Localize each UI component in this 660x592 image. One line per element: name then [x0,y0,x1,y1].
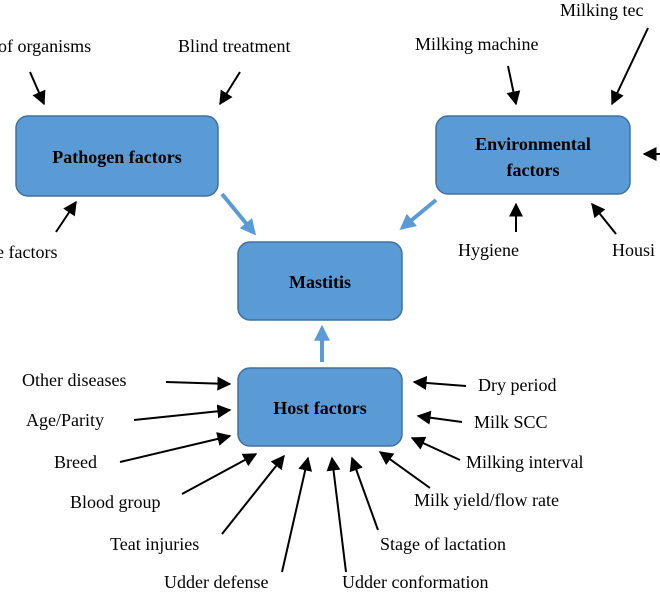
host-factor-arrow [326,456,347,573]
pathogen-factor-label: of organisms [0,36,91,56]
host-factor-arrow [165,376,232,391]
host-factor-label: Milking interval [466,452,583,472]
environmental-to-mastitis-arrow [399,198,438,231]
pathogen-factors-title: Pathogen factors [52,147,181,167]
environmental-factor-arrow [591,202,617,235]
environmental-factor-label: Housi [612,240,655,260]
host-factor-label: Age/Parity [26,410,104,430]
pathogen-factor-label: Blind treatment [178,36,290,56]
host-factor-label: Blood group [70,492,161,512]
pathogen-factor-arrow [29,71,46,106]
host-factor-label: Udder conformation [342,572,488,592]
host-factor-arrow [349,456,379,531]
host-factor-label: Breed [54,452,97,472]
host-factors-box: Host factors [237,367,403,447]
host-factor-arrow [412,375,467,390]
host-factors-title: Host factors [273,398,366,418]
host-factor-arrow [133,404,232,421]
pathogen-factors-box: Pathogen factors [15,115,219,197]
pathogen-factor-label: e factors [0,242,57,262]
host-factor-label: Other diseases [22,370,126,390]
pathogen-to-mastitis-arrow [220,192,257,236]
host-factor-label: Dry period [478,375,556,395]
environmental-factor-label: Milking machine [415,34,538,54]
host-factor-arrow [221,454,285,535]
host-factor-label: Udder defense [164,572,268,592]
environmental-factor-arrow [506,65,521,106]
host-factor-arrow [378,451,431,489]
host-factor-label: Teat injuries [110,534,199,554]
pathogen-factor-arrow [219,71,241,106]
host-factor-arrow [119,432,232,463]
environmental-factors-title-line2: factors [507,160,560,180]
host-factor-arrow [181,453,258,495]
mastitis-title: Mastitis [289,272,351,292]
host-factor-label: Milk SCC [474,412,548,432]
environmental-factors-box: Environmental factors [435,115,631,195]
mastitis-box: Mastitis [237,241,403,321]
pathogen-factor-arrow [55,200,77,233]
environmental-factor-arrow [611,27,649,106]
host-factor-arrow [410,436,461,461]
environmental-factor-label: Milking tec [560,0,644,20]
environmental-factors-title-line1: Environmental [475,134,591,154]
host-factor-arrow [416,410,463,425]
host-factor-label: Stage of lactation [380,534,506,554]
environmental-factor-label: Hygiene [458,240,519,260]
host-factor-label: Milk yield/flow rate [414,490,559,510]
host-factor-arrow [281,456,313,573]
